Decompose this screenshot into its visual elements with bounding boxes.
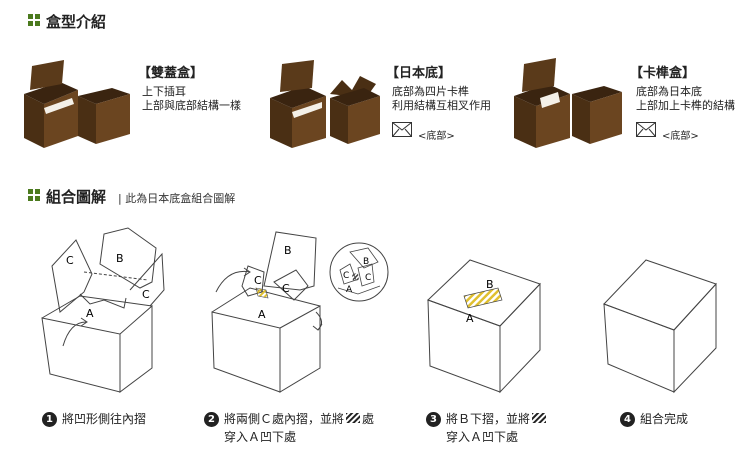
box-type-desc: 底部為四片卡榫 利用結構互相叉作用 (392, 85, 491, 112)
step-number-badge: 4 (620, 412, 635, 427)
hatched-tab-icon (346, 413, 361, 423)
step-caption: 將Ｂ下摺，並將 穿入Ａ凹下處 (446, 410, 547, 446)
flap-letter: C (365, 273, 371, 283)
box-type-desc: 底部為日本底 上部加上卡榫的結構 (636, 85, 735, 112)
bottom-label: <底部> (418, 131, 455, 142)
step-number-badge: 3 (426, 412, 441, 427)
step4-diagram (603, 259, 717, 394)
box-type-name: 【日本底】 (386, 66, 452, 81)
flap-letter: B (116, 252, 124, 265)
step3-diagram: B A (427, 259, 541, 394)
flap-letter: C (142, 288, 150, 301)
flap-letter: C (343, 271, 349, 281)
flap-letter: C (254, 274, 262, 287)
box-type-name: 【卡榫盒】 (630, 66, 696, 81)
step1-diagram: C B C A (41, 227, 165, 393)
box-type-desc: 上下插耳 上部與底部結構一樣 (142, 85, 241, 112)
hatched-tab-icon (532, 413, 547, 423)
step2-diagram: B C C A (211, 231, 323, 393)
flap-letter: B (284, 244, 292, 257)
section-subtitle-assembly: | 此為日本底盒組合圖解 (118, 192, 236, 205)
box-type-name: 【雙蓋盒】 (138, 66, 204, 81)
japanese-bottom-box-image (270, 60, 380, 148)
detail-zoom-diagram: B C C A (329, 242, 389, 302)
section-title-assembly: 組合圖解 (46, 188, 107, 206)
flap-letter: A (466, 312, 474, 325)
section-bullet-icon (28, 14, 40, 26)
flap-letter: A (346, 285, 353, 295)
step-number-badge: 1 (42, 412, 57, 427)
envelope-bottom-icon (636, 122, 656, 137)
step-number-badge: 2 (204, 412, 219, 427)
bottom-label: <底部> (662, 131, 699, 142)
step-caption: 將兩側Ｃ處內摺，並將處 穿入Ａ凹下處 (224, 412, 375, 444)
section-title-intro: 盒型介紹 (46, 13, 107, 31)
flap-letter: C (282, 282, 290, 295)
flap-letter: A (258, 308, 266, 321)
tuck-lock-box-image (514, 58, 622, 148)
section-bullet-icon (28, 189, 40, 201)
flap-letter: B (363, 257, 369, 267)
flap-letter: A (86, 307, 94, 320)
flap-letter: B (486, 278, 494, 291)
step-caption: 組合完成 (640, 412, 689, 426)
double-lid-box-image (24, 60, 130, 148)
envelope-bottom-icon (392, 122, 412, 137)
step-caption: 將凹形側往內摺 (62, 412, 147, 426)
flap-letter: C (66, 254, 74, 267)
